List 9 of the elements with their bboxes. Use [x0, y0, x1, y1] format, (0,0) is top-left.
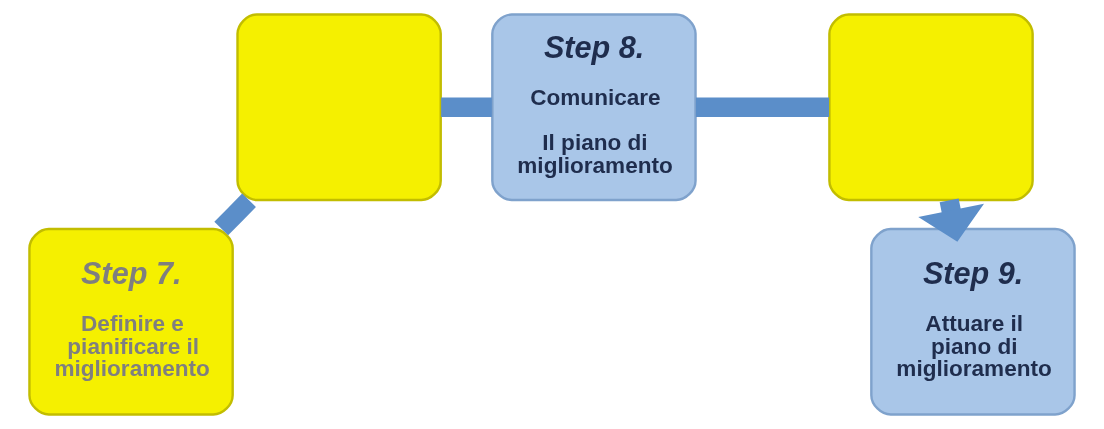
- node-box: Step 9. Attuare il piano di miglioramento: [870, 227, 1076, 416]
- arrow: [918, 198, 984, 242]
- node-box: [236, 13, 442, 202]
- connector: [696, 97, 830, 117]
- node-box: Step 8. Comunicare Il piano di miglioramento: [491, 13, 697, 202]
- node-box: [828, 13, 1034, 202]
- node-box: Step 7. Definire e pianificare il miglioramento: [28, 227, 234, 416]
- connector: [441, 97, 492, 117]
- connector: [214, 193, 256, 236]
